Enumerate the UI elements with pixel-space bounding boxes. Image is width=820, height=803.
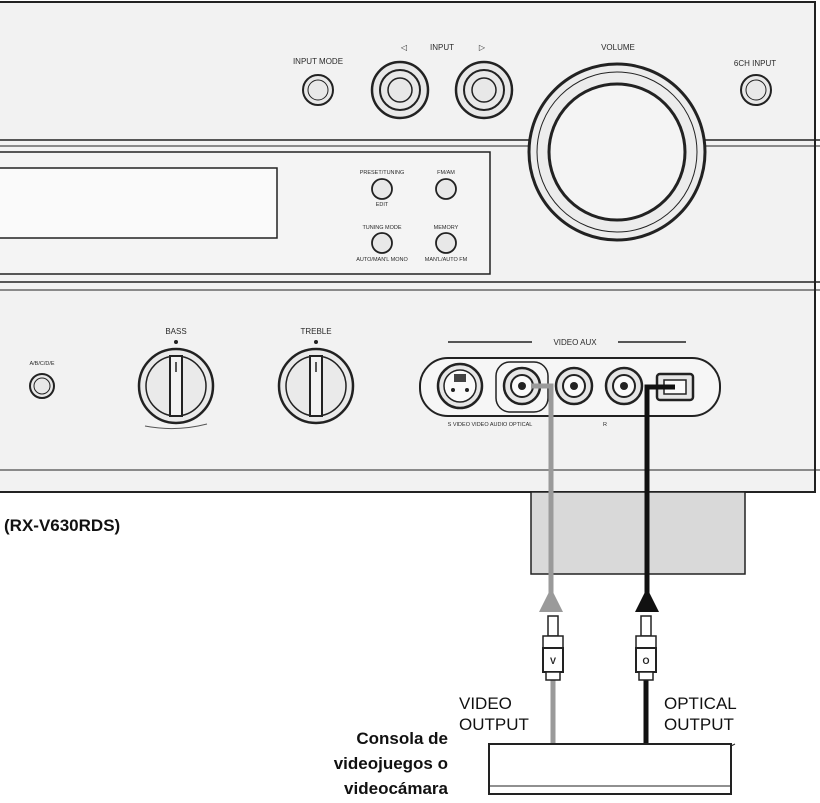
auto-man-mono-label: AUTO/MAN'L MONO <box>356 257 408 263</box>
receiver-foot <box>530 491 746 575</box>
video-output-label-line1: VIDEO <box>459 694 512 713</box>
input-label: INPUT <box>430 43 454 52</box>
tuning-mode-label: TUNING MODE <box>362 225 401 231</box>
video-aux-label: VIDEO AUX <box>553 338 597 347</box>
bass-label: BASS <box>165 327 186 336</box>
memory-label: MEMORY <box>434 225 459 231</box>
input-mode-label: INPUT MODE <box>293 57 343 66</box>
input-right-knob[interactable] <box>454 60 514 120</box>
sixch-input-button[interactable] <box>740 74 772 106</box>
audio-l-jack[interactable] <box>554 366 594 406</box>
edit-label: EDIT <box>376 202 389 208</box>
input-right-arrow: ▷ <box>479 43 486 52</box>
memory-button[interactable] <box>435 232 457 254</box>
treble-knob[interactable] <box>277 347 355 425</box>
fm-am-button[interactable] <box>435 178 457 200</box>
input-left-knob[interactable] <box>370 60 430 120</box>
optical-cable <box>635 384 675 744</box>
video-jack[interactable] <box>502 366 542 406</box>
man-auto-fm-label: MAN'L/AUTO FM <box>425 257 468 263</box>
input-mode-button[interactable] <box>302 74 334 106</box>
fm-am-label: FM/AM <box>437 170 455 176</box>
device-label-line1: Consola de <box>356 729 448 748</box>
bass-knob[interactable] <box>137 347 215 425</box>
receiver-front-panel: INPUT MODE ◁ INPUT ▷ VOLUME 6CH INPUT <box>0 1 820 493</box>
preset-tuning-button[interactable] <box>371 178 393 200</box>
optical-plug: O <box>635 615 657 681</box>
optical-plug-letter: O <box>642 656 649 666</box>
audio-r-jack[interactable] <box>604 366 644 406</box>
tuning-mode-button[interactable] <box>371 232 393 254</box>
optical-output-label-line1: OPTICAL <box>664 694 737 713</box>
s-video-jack[interactable] <box>436 362 484 410</box>
optical-output-label-line2: OUTPUT <box>664 715 734 734</box>
preset-tuning-label: PRESET/TUNING <box>360 170 405 176</box>
device-label-line2: videojuegos o <box>334 754 448 773</box>
model-label: (RX-V630RDS) <box>4 516 120 535</box>
jack-labels: S VIDEO VIDEO AUDIO OPTICAL <box>448 422 533 428</box>
treble-label: TREBLE <box>300 327 331 336</box>
speakers-label: A/B/C/D/E <box>29 361 54 367</box>
video-output-label-line2: OUTPUT <box>459 715 529 734</box>
sixch-input-label: 6CH INPUT <box>734 59 776 68</box>
jack-label-r: R <box>603 422 607 428</box>
device-label-line3: videocámara <box>344 779 448 798</box>
input-left-arrow: ◁ <box>401 43 408 52</box>
volume-knob[interactable] <box>527 62 707 242</box>
video-plug: V <box>542 615 564 681</box>
video-cable <box>531 383 563 744</box>
game-console-device <box>488 743 736 795</box>
display-screen <box>0 167 278 239</box>
volume-label: VOLUME <box>601 43 635 52</box>
video-plug-letter: V <box>550 656 556 666</box>
